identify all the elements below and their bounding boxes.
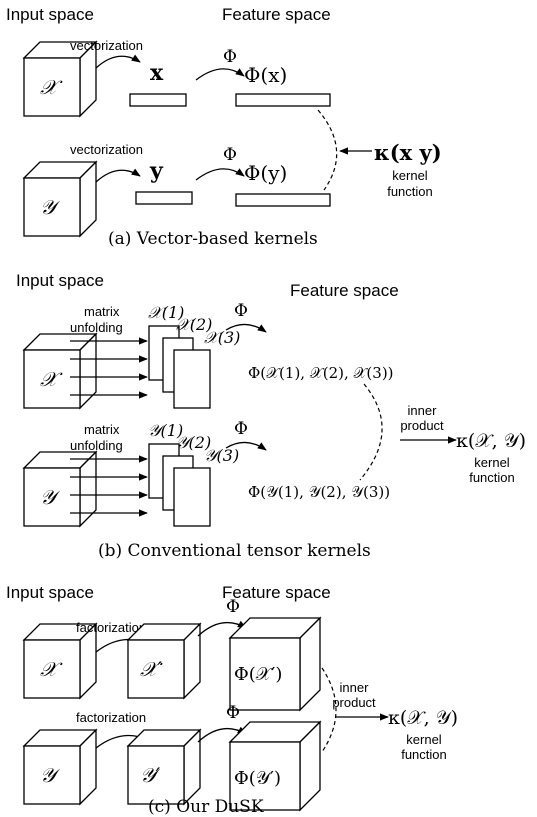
panel-b-y1-label: 𝒴(1)	[148, 421, 183, 440]
panel-b-x3-label: 𝒳(3)	[204, 328, 240, 347]
panel-b-unfold-top-1: matrix	[84, 304, 120, 319]
panel-b-cube-x: 𝒳	[22, 332, 98, 410]
panel-a-vector-y-bar	[135, 191, 193, 205]
panel-c-kernel-label-2: function	[401, 747, 447, 762]
panel-c-phi-x: Φ(𝒳′)	[234, 664, 282, 685]
panel-a-cube-x: 𝒳	[22, 40, 98, 118]
panel-c-cube-x: 𝒳	[22, 622, 98, 700]
panel-a-vectorize-arrow-top	[95, 54, 141, 69]
panel-a-cube-y: 𝒴	[22, 160, 98, 238]
panel-c-inner-1: inner	[340, 680, 370, 695]
panel-c-inner-2: product	[332, 695, 376, 710]
panel-b-kernel-label-2: function	[469, 470, 515, 485]
panel-a-feature-space-label: Feature space	[222, 5, 331, 24]
panel-b-kernel-expr: κ(𝒳, 𝒴)	[456, 430, 526, 452]
panel-a-phi-x-bar	[235, 93, 331, 107]
panel-b-x1-label: 𝒳(1)	[148, 303, 184, 322]
panel-a-phi-bottom: Φ	[223, 145, 237, 165]
panel-a-vector-x: x	[150, 60, 164, 86]
panel-b-cube-y: 𝒴	[22, 450, 98, 528]
panel-c-factorization-bottom: factorization	[76, 710, 146, 725]
panel-a-input-space-label: Input space	[6, 5, 94, 24]
panel-a-caption: (a) Vector-based kernels	[108, 229, 318, 249]
panel-a-vector-y: y	[149, 158, 164, 184]
panel-a-vector-x-bar	[129, 93, 187, 107]
panel-b-kernel-label-1: kernel	[474, 455, 510, 470]
panel-a-kernel-label-2: function	[387, 184, 433, 199]
panel-c-cube-yp: 𝒴′	[126, 728, 202, 806]
panel-b-y3-label: 𝒴(3)	[204, 446, 239, 465]
panel-c-input-space-label: Input space	[6, 583, 94, 602]
panel-a-phi-arrow-bottom	[195, 168, 245, 181]
panel-c-cube-xp-label: 𝒳′	[140, 657, 163, 681]
panel-a-vectorization-bottom: vectorization	[70, 142, 143, 157]
panel-a-dashed-connector	[317, 109, 338, 191]
panel-a: Input space Feature space 𝒳 vectorizatio…	[6, 5, 442, 249]
panel-a-phi-top: Φ	[223, 47, 237, 67]
panel-b-unfold-bot-1: matrix	[84, 422, 120, 437]
panel-c-feature-space-label: Feature space	[222, 583, 331, 602]
panel-c-caption: (c) Our DuSK	[148, 797, 264, 817]
panel-b-y2-label: 𝒴(2)	[176, 433, 211, 452]
panel-a-phi-y: Φ(y)	[244, 161, 287, 185]
panel-b-phi-arrow-bottom	[225, 441, 267, 451]
panel-b-dashed-connector	[359, 383, 383, 481]
panel-b-inner-1: inner	[408, 403, 438, 418]
panel-a-kernel-expr: κ(x y)	[374, 140, 442, 165]
panel-a-phi-x: Φ(x)	[244, 63, 287, 87]
panel-b-phi-y: Φ(𝒴(1), 𝒴(2), 𝒴(3))	[248, 483, 390, 501]
panel-c-dashed-connector	[321, 667, 337, 753]
panel-b-inner-2: product	[400, 418, 444, 433]
panel-c: Input space Feature space 𝒳 factorizatio…	[6, 583, 458, 817]
panel-a-phi-arrow-top	[195, 68, 245, 81]
panel-b-phi-x: Φ(𝒳(1), 𝒳(2), 𝒳(3))	[248, 364, 394, 382]
panel-c-cube-phi-x: Φ(𝒳′)	[228, 616, 322, 712]
panel-a-vectorization-top: vectorization	[70, 38, 143, 53]
panel-b-caption: (b) Conventional tensor kernels	[98, 541, 371, 561]
panel-b-x2-label: 𝒳(2)	[176, 315, 212, 334]
panel-c-cube-phi-y: Φ(𝒴′)	[228, 720, 322, 812]
panel-b-phi-bottom: Φ	[234, 419, 248, 439]
panel-c-factorization-top: factorization	[76, 620, 146, 635]
panel-c-kernel-label-1: kernel	[406, 732, 442, 747]
panel-b-unfold-top-2: unfolding	[70, 320, 123, 335]
panel-c-kernel-expr: κ(𝒳, 𝒴)	[388, 707, 458, 729]
panel-c-cube-xp: 𝒳′	[126, 622, 202, 700]
panel-b-phi-top: Φ	[234, 301, 248, 321]
panel-c-cube-y: 𝒴	[22, 728, 98, 806]
panel-b-unfold-bot-2: unfolding	[70, 438, 123, 453]
panel-b-unfold-y3	[173, 467, 211, 527]
panel-a-vectorize-arrow-bottom	[95, 168, 141, 183]
panel-c-cube-yp-label: 𝒴′	[140, 763, 161, 787]
panel-b-input-space-label: Input space	[16, 271, 104, 290]
panel-b-phi-arrow-top	[225, 323, 267, 333]
panel-a-kernel-label-1: kernel	[392, 168, 428, 183]
panel-c-phi-y: Φ(𝒴′)	[234, 768, 281, 789]
panel-b: Input space Feature space 𝒳 matrix unfol…	[16, 271, 526, 561]
panel-c-phi-bottom: Φ	[226, 703, 240, 723]
panel-b-feature-space-label: Feature space	[290, 281, 399, 300]
panel-b-unfold-x3	[173, 349, 211, 409]
panel-a-phi-y-bar	[235, 193, 331, 207]
panel-c-phi-top: Φ	[226, 597, 240, 617]
